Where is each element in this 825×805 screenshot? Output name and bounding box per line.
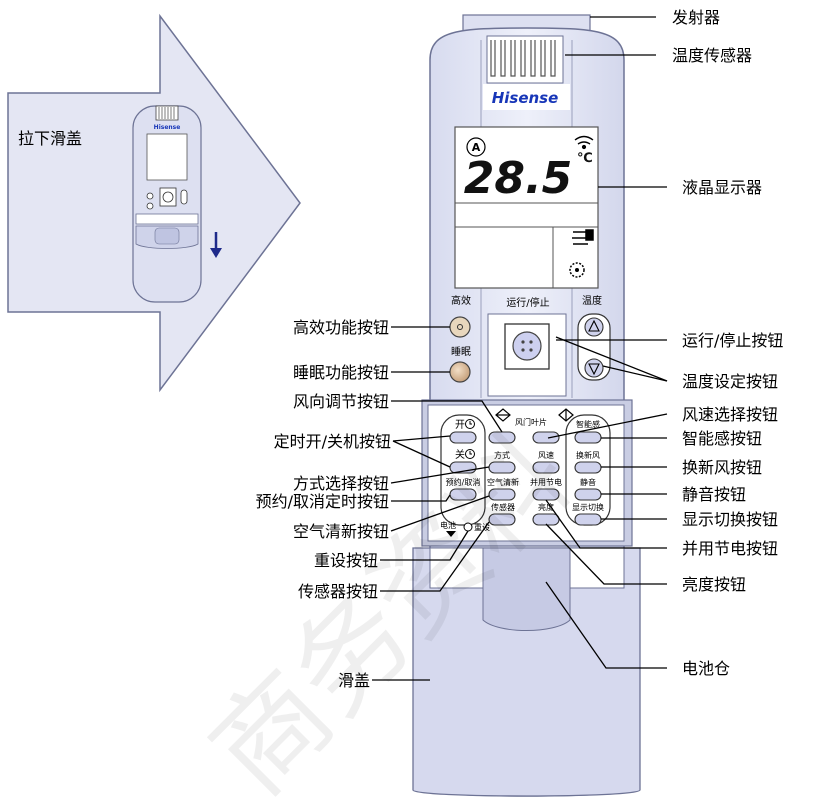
display-label: 显示切换 (572, 502, 604, 512)
clock-icon-on (465, 419, 475, 429)
smart-label: 智能感 (576, 419, 600, 429)
label-save-btn: 并用节电按钮 (682, 539, 778, 558)
sliding-cover[interactable] (412, 547, 641, 797)
signal-icon (574, 135, 594, 150)
brand-band (483, 84, 570, 110)
auto-mode-icon: A (466, 137, 486, 157)
sensor-button[interactable] (488, 513, 516, 526)
vane-label: 风门叶片 (515, 417, 547, 427)
fan-button[interactable] (532, 461, 560, 474)
brand-logo: Hisense (492, 89, 559, 107)
fresh-button[interactable] (574, 461, 602, 474)
high-eff-label: 高效 (451, 294, 471, 307)
fresh-label: 换新风 (576, 450, 600, 460)
label-bright-btn: 亮度按钮 (682, 575, 746, 594)
lcd-unit: ℃ (577, 151, 593, 166)
battery-label: 电池 (440, 520, 456, 530)
run-stop-button[interactable] (504, 323, 550, 370)
temp-up-button[interactable] (584, 317, 604, 337)
mode-label: 方式 (494, 450, 510, 460)
air-clean-label: 空气清新 (487, 477, 519, 487)
leader-lines (372, 16, 668, 681)
lcd-temperature: 28.5 (464, 153, 573, 204)
label-run-stop-btn: 运行/停止按钮 (682, 331, 783, 350)
label-quiet-btn: 静音按钮 (682, 485, 746, 504)
label-vane-btn: 风向调节按钮 (293, 392, 389, 411)
sleep-label: 睡眠 (451, 345, 471, 358)
timer-cancel-button[interactable] (449, 488, 477, 501)
inset-caption: 拉下滑盖 (18, 129, 82, 148)
on-label: 开 (455, 420, 465, 431)
temp-label: 温度 (582, 294, 602, 307)
label-emitter: 发射器 (672, 8, 720, 27)
save-label: 并用节电 (530, 477, 562, 487)
temperature-sensor-grille (486, 35, 564, 84)
on-button[interactable] (449, 431, 477, 444)
label-reset-btn: 重设按钮 (314, 551, 378, 570)
inset-remote: Hisense (132, 105, 202, 303)
bright-button[interactable] (532, 513, 560, 526)
label-temp-sensor: 温度传感器 (672, 46, 752, 65)
bright-label: 亮度 (538, 502, 554, 512)
triangle-down-icon (588, 363, 600, 376)
inset-down-arrow-icon (210, 232, 222, 258)
temp-down-button[interactable] (584, 358, 604, 378)
auto-mode-letter: A (472, 141, 481, 154)
battery-arrow-icon (446, 531, 456, 537)
label-sleep-btn: 睡眠功能按钮 (293, 363, 389, 382)
air-clean-button[interactable] (488, 488, 516, 501)
label-cover: 滑盖 (338, 671, 370, 690)
fan-label: 风速 (538, 451, 554, 460)
sleep-button[interactable] (449, 361, 471, 383)
label-sensor-btn: 传感器按钮 (298, 582, 378, 601)
timer-group (440, 414, 486, 526)
label-display-btn: 显示切换按钮 (682, 510, 778, 529)
label-battery-box: 电池仓 (682, 659, 730, 678)
label-high-eff-btn: 高效功能按钮 (293, 318, 389, 337)
label-fresh-btn: 换新风按钮 (682, 458, 762, 477)
label-fan-btn: 风速选择按钮 (682, 405, 778, 424)
triangle-up-icon (588, 319, 600, 332)
vane-arrows-icon (495, 408, 574, 422)
fan-speed-icon (569, 262, 585, 278)
timer-label: 预约/取消 (446, 477, 481, 487)
inset-brand: Hisense (154, 124, 181, 131)
label-mode-btn: 方式选择按钮 (293, 474, 389, 493)
clock-icon-off (465, 449, 475, 459)
vane-button-2[interactable] (532, 431, 560, 444)
label-lcd: 液晶显示器 (682, 178, 762, 197)
off-label: 关 (455, 448, 465, 461)
smart-button[interactable] (574, 431, 602, 444)
label-temp-set-btn: 温度设定按钮 (682, 372, 778, 391)
label-air-clean-btn: 空气清新按钮 (293, 522, 389, 541)
label-cancel-timer-btn: 预约/取消定时按钮 (256, 492, 389, 511)
run-stop-label: 运行/停止 (506, 296, 549, 309)
label-timer-onoff-btn: 定时开/关机按钮 (274, 432, 391, 451)
quiet-label: 静音 (580, 477, 596, 487)
sensor-label: 传感器 (491, 502, 515, 512)
high-eff-button[interactable] (449, 316, 471, 338)
reset-label: 重设 (474, 522, 490, 532)
label-smart-btn: 智能感按钮 (682, 429, 762, 448)
swing-icon (572, 229, 594, 245)
